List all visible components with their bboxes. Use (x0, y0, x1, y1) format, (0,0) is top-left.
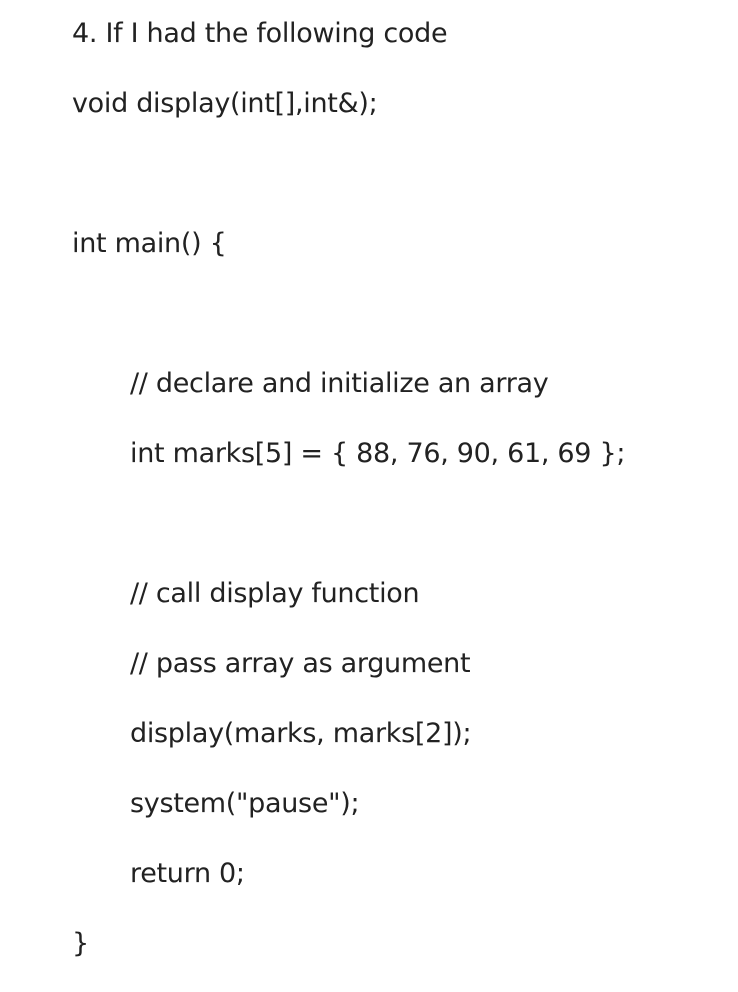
code-line-display-call: display(marks, marks[2]); (130, 718, 472, 749)
question-heading: 4. If I had the following code (72, 18, 448, 49)
code-line-comment-declare: // declare and initialize an array (130, 368, 549, 399)
code-line-main-open: int main() { (72, 228, 227, 259)
code-line-main-close: } (72, 928, 89, 959)
code-line-prototype: void display(int[],int&); (72, 88, 378, 119)
code-line-comment-pass: // pass array as argument (130, 648, 471, 679)
code-line-comment-call: // call display function (130, 578, 420, 609)
code-line-system-pause: system("pause"); (130, 788, 360, 819)
code-line-return: return 0; (130, 858, 245, 889)
code-line-array-init: int marks[5] = { 88, 76, 90, 61, 69 }; (130, 438, 626, 469)
